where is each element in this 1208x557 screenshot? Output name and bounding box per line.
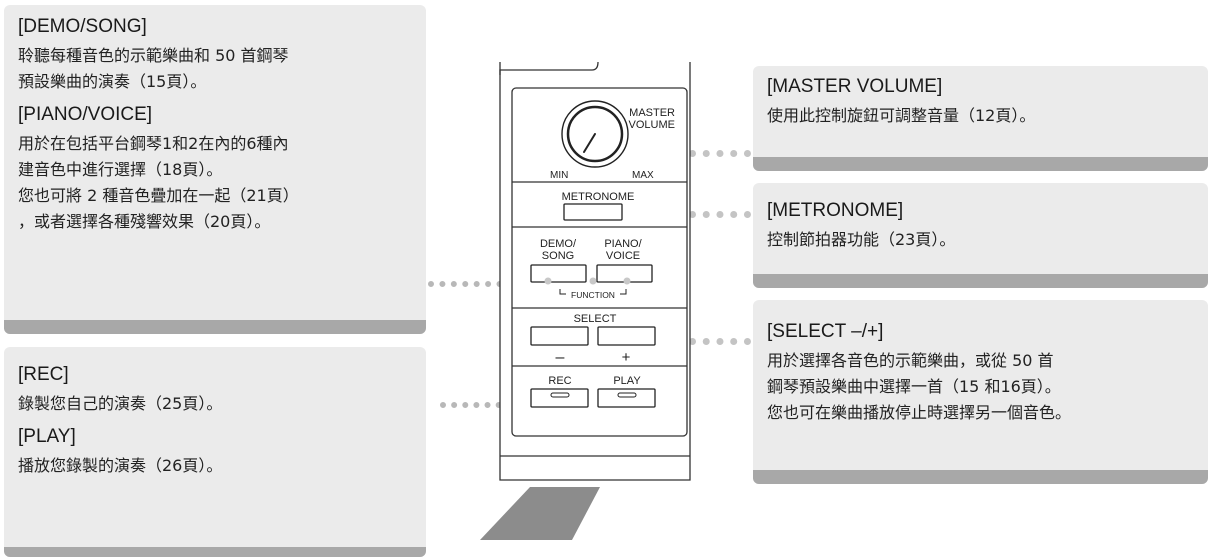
control-panel-diagram: MASTER VOLUME MIN MAX METRONOME DEMO/ SO…	[480, 61, 691, 540]
song-label: SONG	[542, 250, 574, 262]
master-volume-heading: [MASTER VOLUME]	[767, 76, 943, 97]
rec-label: REC	[548, 375, 571, 387]
knob-indicator	[583, 133, 596, 153]
max-label: MAX	[632, 170, 654, 181]
callout-bar	[4, 320, 426, 334]
voice-label: VOICE	[606, 250, 640, 262]
rec-led	[550, 392, 570, 398]
leader-metronome	[689, 211, 751, 218]
panel-inner-frame	[511, 87, 688, 437]
callout-bar	[753, 157, 1208, 171]
select-text-3: 您也可在樂曲播放停止時選擇另一個音色。	[767, 403, 1072, 422]
piano-voice-heading: [PIANO/VOICE]	[18, 104, 153, 125]
piano-label: PIANO/	[604, 238, 642, 250]
play-text: 播放您錄製的演奏（26頁）。	[18, 456, 223, 475]
callout-metronome: [METRONOME] 控制節拍器功能（23頁）。	[753, 183, 1208, 288]
metronome-label: METRONOME	[562, 191, 635, 203]
piano-voice-text-2: 建音色中進行選擇（18頁）。	[18, 160, 223, 179]
demo-song-text-2: 預設樂曲的演奏（15頁）。	[18, 72, 207, 91]
leader-master-volume	[689, 150, 751, 157]
panel-shaft	[480, 487, 600, 540]
select-minus-button[interactable]	[530, 326, 589, 346]
leader-rec-play	[440, 402, 524, 408]
minus-label: –	[556, 349, 565, 366]
callout-bar	[753, 274, 1208, 288]
leader-select	[689, 338, 751, 345]
plus-label: +	[622, 349, 631, 366]
rec-heading: [REC]	[18, 364, 69, 385]
callout-demo-piano: [DEMO/SONG] 聆聽每種音色的示範樂曲和 50 首鋼琴 預設樂曲的演奏（…	[4, 5, 426, 334]
min-label: MIN	[550, 170, 568, 181]
volume-label: VOLUME	[629, 119, 675, 131]
rec-button[interactable]	[530, 388, 589, 408]
metronome-text: 控制節拍器功能（23頁）。	[767, 230, 956, 249]
demo-song-heading: [DEMO/SONG]	[18, 16, 147, 37]
play-button[interactable]	[597, 388, 656, 408]
leader-dot	[589, 277, 597, 285]
callout-bar	[753, 470, 1208, 484]
function-bracket	[559, 289, 627, 295]
select-plus-button[interactable]	[597, 326, 656, 346]
select-label: SELECT	[574, 313, 617, 325]
demo-song-button[interactable]	[530, 264, 587, 283]
leader-demo-piano	[428, 281, 514, 287]
function-label: FUNCTION	[571, 290, 615, 300]
demo-song-text-1: 聆聽每種音色的示範樂曲和 50 首鋼琴	[18, 46, 289, 65]
leader-dot	[544, 277, 552, 285]
rec-text: 錄製您自己的演奏（25頁）。	[18, 394, 223, 413]
panel-top-edge	[499, 61, 599, 75]
select-text-1: 用於選擇各音色的示範樂曲，或從 50 首	[767, 351, 1054, 370]
callout-bar	[4, 547, 426, 557]
piano-voice-text-4: ，或者選擇各種殘響效果（20頁）。	[18, 212, 271, 231]
master-volume-text: 使用此控制旋鈕可調整音量（12頁）。	[767, 106, 1036, 125]
metronome-button[interactable]	[563, 203, 623, 221]
piano-voice-text-1: 用於在包括平台鋼琴1和2在內的6種內	[18, 134, 289, 153]
select-text-2: 鋼琴預設樂曲中選擇一首（15 和16頁）。	[767, 377, 1061, 396]
master-label: MASTER	[629, 107, 675, 119]
play-label: PLAY	[613, 375, 641, 387]
metronome-heading: [METRONOME]	[767, 200, 904, 221]
demo-label: DEMO/	[540, 238, 577, 250]
callout-master-volume: [MASTER VOLUME] 使用此控制旋鈕可調整音量（12頁）。	[753, 66, 1208, 171]
panel-body	[499, 62, 691, 481]
piano-voice-text-3: 您也可將 2 種音色疊加在一起（21頁）	[18, 186, 299, 205]
play-led	[617, 392, 637, 398]
callout-rec-play: [REC] 錄製您自己的演奏（25頁）。 [PLAY] 播放您錄製的演奏（26頁…	[4, 347, 426, 557]
leader-dot	[623, 277, 631, 285]
select-heading: [SELECT –/+]	[767, 321, 884, 342]
play-heading: [PLAY]	[18, 426, 76, 447]
callout-select: [SELECT –/+] 用於選擇各音色的示範樂曲，或從 50 首 鋼琴預設樂曲…	[753, 300, 1208, 484]
